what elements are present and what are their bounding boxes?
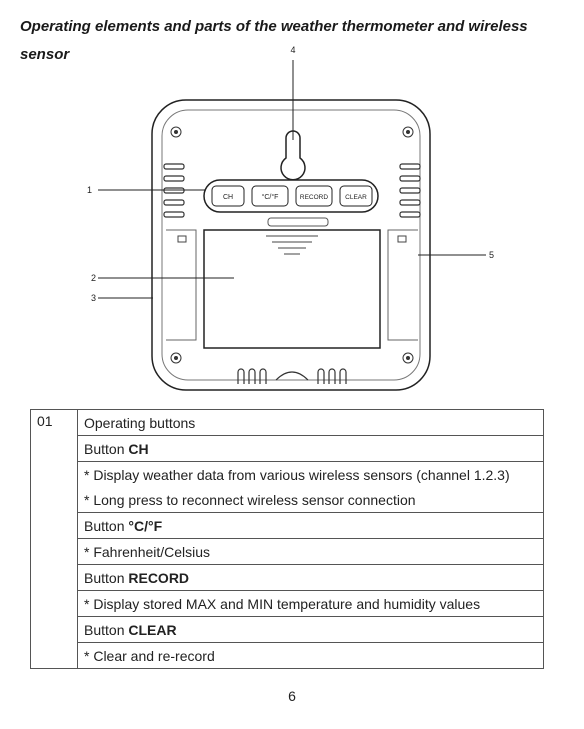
button-prefix: Button	[84, 621, 125, 638]
table-row: Button CH	[31, 435, 544, 462]
vent-slots-right	[399, 163, 421, 218]
table-row: Button RECORD	[31, 564, 544, 591]
button-heading: Button CLEAR	[77, 616, 544, 643]
screw-icon	[402, 352, 414, 364]
table-row: * Display weather data from various wire…	[31, 461, 544, 487]
button-prefix: Button	[84, 440, 125, 457]
button-cf-label: °C/°F	[262, 193, 279, 201]
callout-lines	[98, 60, 486, 299]
stand-recess	[267, 217, 329, 227]
button-description: * Fahrenheit/Celsius	[77, 538, 544, 565]
callout-5: 5	[489, 250, 494, 260]
button-name: CH	[128, 440, 149, 457]
button-name: CLEAR	[128, 621, 177, 638]
hanging-hole-icon	[280, 130, 306, 181]
screw-icon	[174, 356, 178, 360]
button-celsius-fahrenheit: °C/°F	[251, 185, 289, 207]
heading-line-2: sensor	[20, 46, 70, 63]
button-prefix: Button	[84, 569, 125, 586]
callout-4: 4	[290, 45, 295, 55]
button-record: RECORD	[295, 185, 333, 207]
screw-icon	[406, 130, 410, 134]
table-row: * Display stored MAX and MIN temperature…	[31, 590, 544, 617]
battery-cover-lines	[266, 235, 318, 255]
button-heading: Button CH	[77, 435, 544, 462]
button-ch-label: CH	[223, 194, 233, 201]
button-name: RECORD	[128, 569, 190, 586]
button-prefix: Button	[84, 517, 125, 534]
page-number: 6	[288, 688, 296, 704]
button-description: * Display weather data from various wire…	[77, 461, 544, 487]
device-body	[151, 99, 431, 391]
button-heading: Button RECORD	[77, 564, 544, 591]
screw-icon	[170, 352, 182, 364]
button-clear-label: CLEAR	[345, 194, 367, 201]
parts-table: 01 Operating buttons Button CH* Display …	[30, 409, 544, 669]
battery-compartment	[203, 229, 381, 349]
table-row: * Clear and re-record	[31, 642, 544, 669]
button-description: * Clear and re-record	[77, 642, 544, 669]
table-row: Button CLEAR	[31, 616, 544, 643]
button-record-label: RECORD	[300, 194, 328, 201]
item-title: Operating buttons	[77, 409, 544, 436]
button-description: * Long press to reconnect wireless senso…	[77, 487, 544, 513]
button-heading: Button °C/°F	[77, 512, 544, 539]
screw-icon	[170, 126, 182, 138]
callout-2: 2	[91, 273, 96, 283]
callout-1: 1	[87, 185, 92, 195]
table-row: 01 Operating buttons	[30, 409, 544, 669]
section-heading: Operating elements and parts of the weat…	[20, 13, 560, 69]
device-back-illustration: CH °C/°F RECORD CLEAR	[87, 45, 494, 391]
button-name: °C/°F	[128, 517, 163, 534]
screw-icon	[174, 130, 178, 134]
button-description: * Display stored MAX and MIN temperature…	[77, 590, 544, 617]
screw-icon	[406, 356, 410, 360]
item-number: 01	[30, 409, 78, 669]
screw-icon	[402, 126, 414, 138]
device-inner-frame	[161, 109, 421, 381]
device-diagram: CH °C/°F RECORD CLEAR	[0, 40, 584, 400]
bottom-vents	[237, 368, 347, 384]
right-recess	[387, 229, 418, 341]
left-recess	[166, 229, 197, 341]
heading-line-1: Operating elements and parts of the weat…	[20, 18, 528, 35]
table-row: * Long press to reconnect wireless senso…	[31, 487, 544, 513]
callout-3: 3	[91, 293, 96, 303]
table-row: * Fahrenheit/Celsius	[31, 538, 544, 565]
button-panel	[203, 179, 379, 213]
button-clear: CLEAR	[339, 185, 373, 207]
table-row: Button °C/°F	[31, 512, 544, 539]
button-ch: CH	[211, 185, 245, 207]
